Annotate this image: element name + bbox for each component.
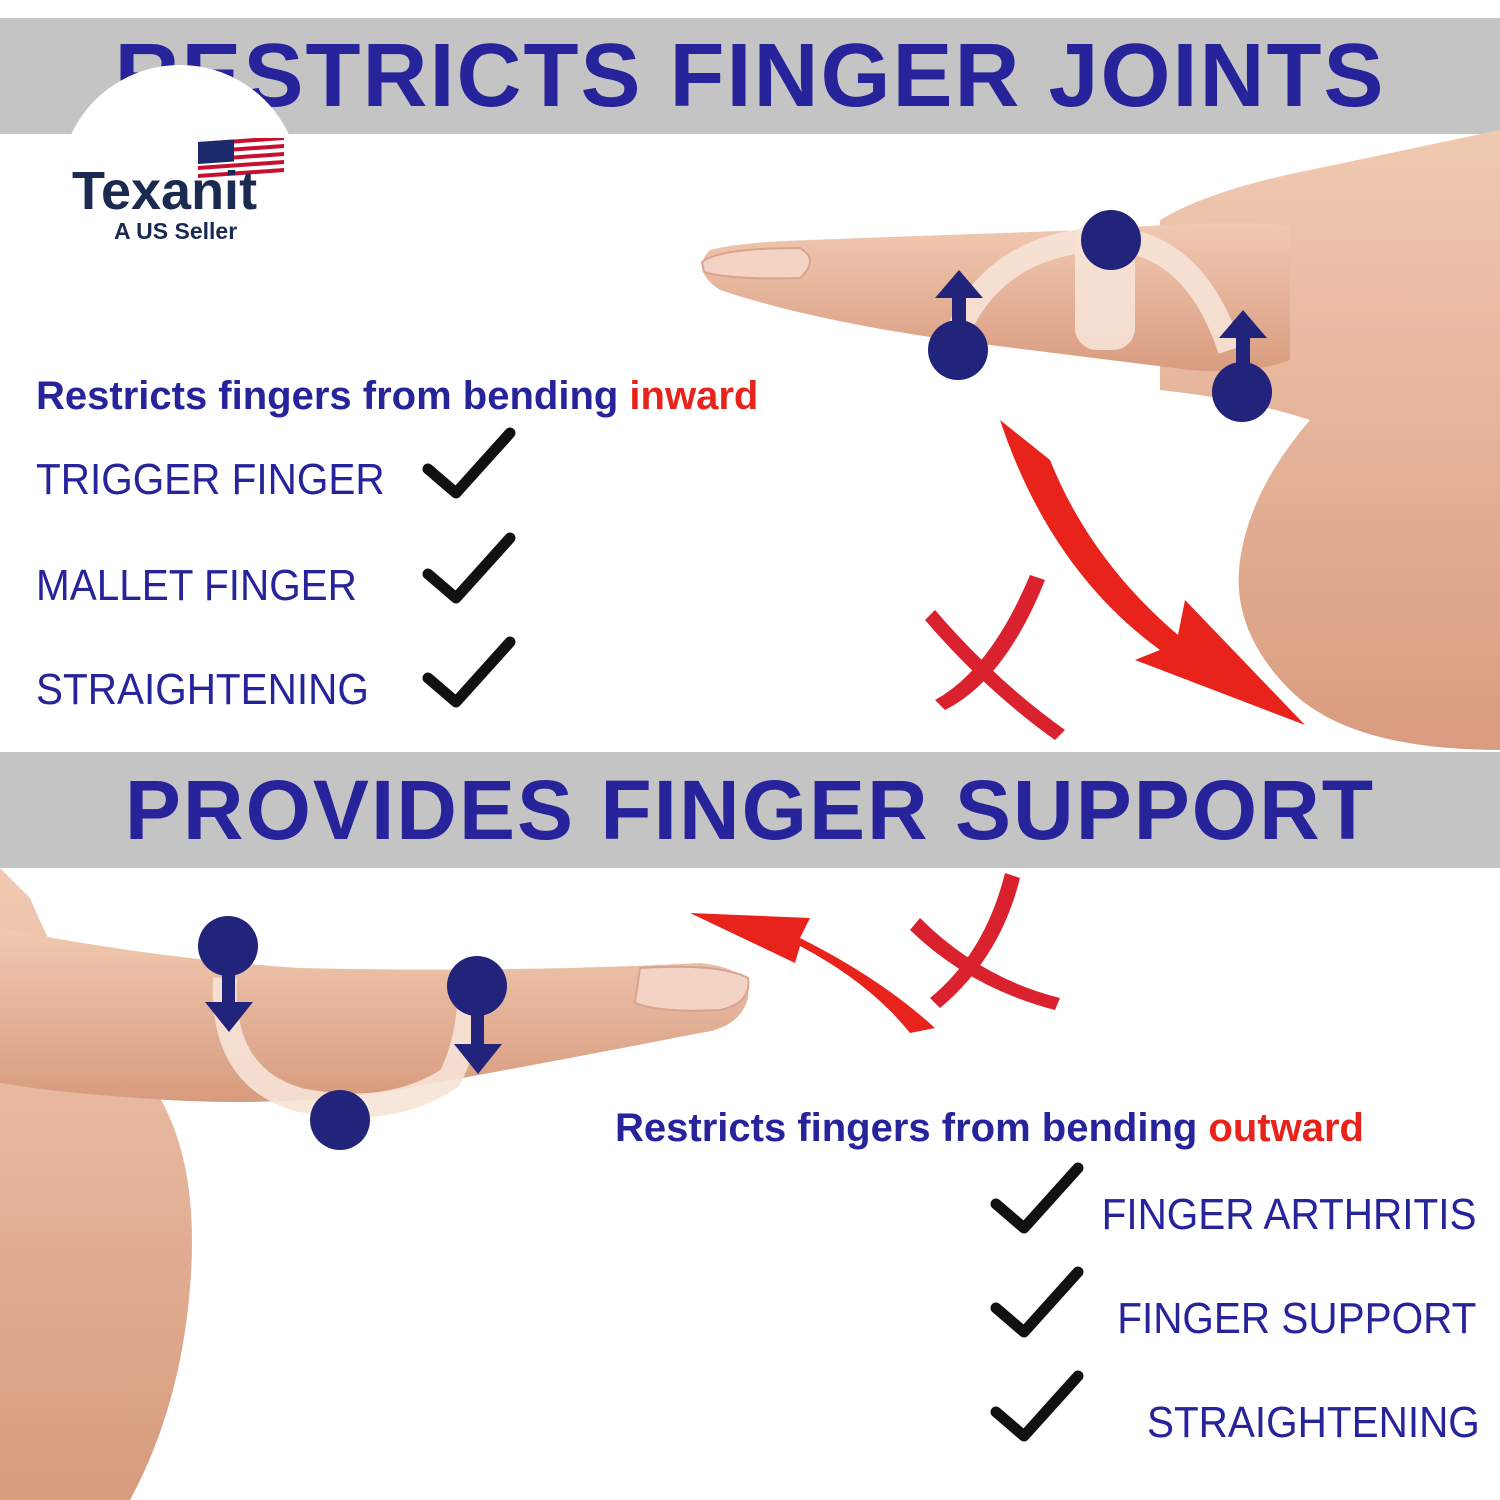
checkmark-icon: [422, 532, 516, 604]
top-condition-2: MALLET FINGER: [36, 561, 357, 610]
red-arrow-icon: [690, 913, 935, 1033]
pressure-point-icon: [1081, 210, 1141, 270]
checkmark-icon: [990, 1266, 1084, 1338]
bottom-condition-3: STRAIGHTENING: [1147, 1398, 1480, 1447]
bottom-subtitle: Restricts fingers from bending outward: [615, 1106, 1364, 1151]
brand-name: Texanit: [72, 161, 258, 221]
top-finger-illustration: [700, 130, 1500, 750]
checkmark-icon: [990, 1370, 1084, 1442]
red-arrow-icon: [1000, 420, 1305, 725]
bottom-condition-1: FINGER ARTHRITIS: [1101, 1190, 1476, 1239]
top-condition-3: STRAIGHTENING: [36, 665, 369, 714]
top-banner-title: RESTRICTS FINGER JOINTS: [114, 26, 1386, 126]
pressure-point-icon: [447, 956, 507, 1016]
red-x-icon: [910, 873, 1060, 1010]
bottom-condition-2: FINGER SUPPORT: [1116, 1294, 1476, 1343]
top-subtitle: Restricts fingers from bending inward: [36, 374, 758, 419]
checkmark-icon: [422, 636, 516, 708]
top-subtitle-accent: inward: [629, 374, 759, 418]
bottom-subtitle-accent: outward: [1208, 1106, 1364, 1150]
bottom-finger-illustration: [0, 868, 1060, 1500]
pressure-point-icon: [310, 1090, 370, 1150]
bottom-subtitle-text: Restricts fingers from bending: [615, 1106, 1209, 1150]
checkmark-icon: [990, 1162, 1084, 1234]
pressure-point-icon: [928, 320, 988, 380]
top-condition-1: TRIGGER FINGER: [36, 455, 385, 504]
pressure-point-icon: [1212, 362, 1272, 422]
top-subtitle-text: Restricts fingers from bending: [36, 374, 630, 418]
checkmark-icon: [422, 427, 516, 499]
us-flag-icon: [198, 138, 284, 182]
logo-badge: [60, 65, 300, 305]
pressure-point-icon: [198, 916, 258, 976]
brand-tagline: A US Seller: [114, 218, 238, 244]
bottom-banner-title: PROVIDES FINGER SUPPORT: [124, 763, 1376, 857]
bottom-banner: [0, 752, 1500, 868]
red-x-icon: [925, 575, 1065, 740]
